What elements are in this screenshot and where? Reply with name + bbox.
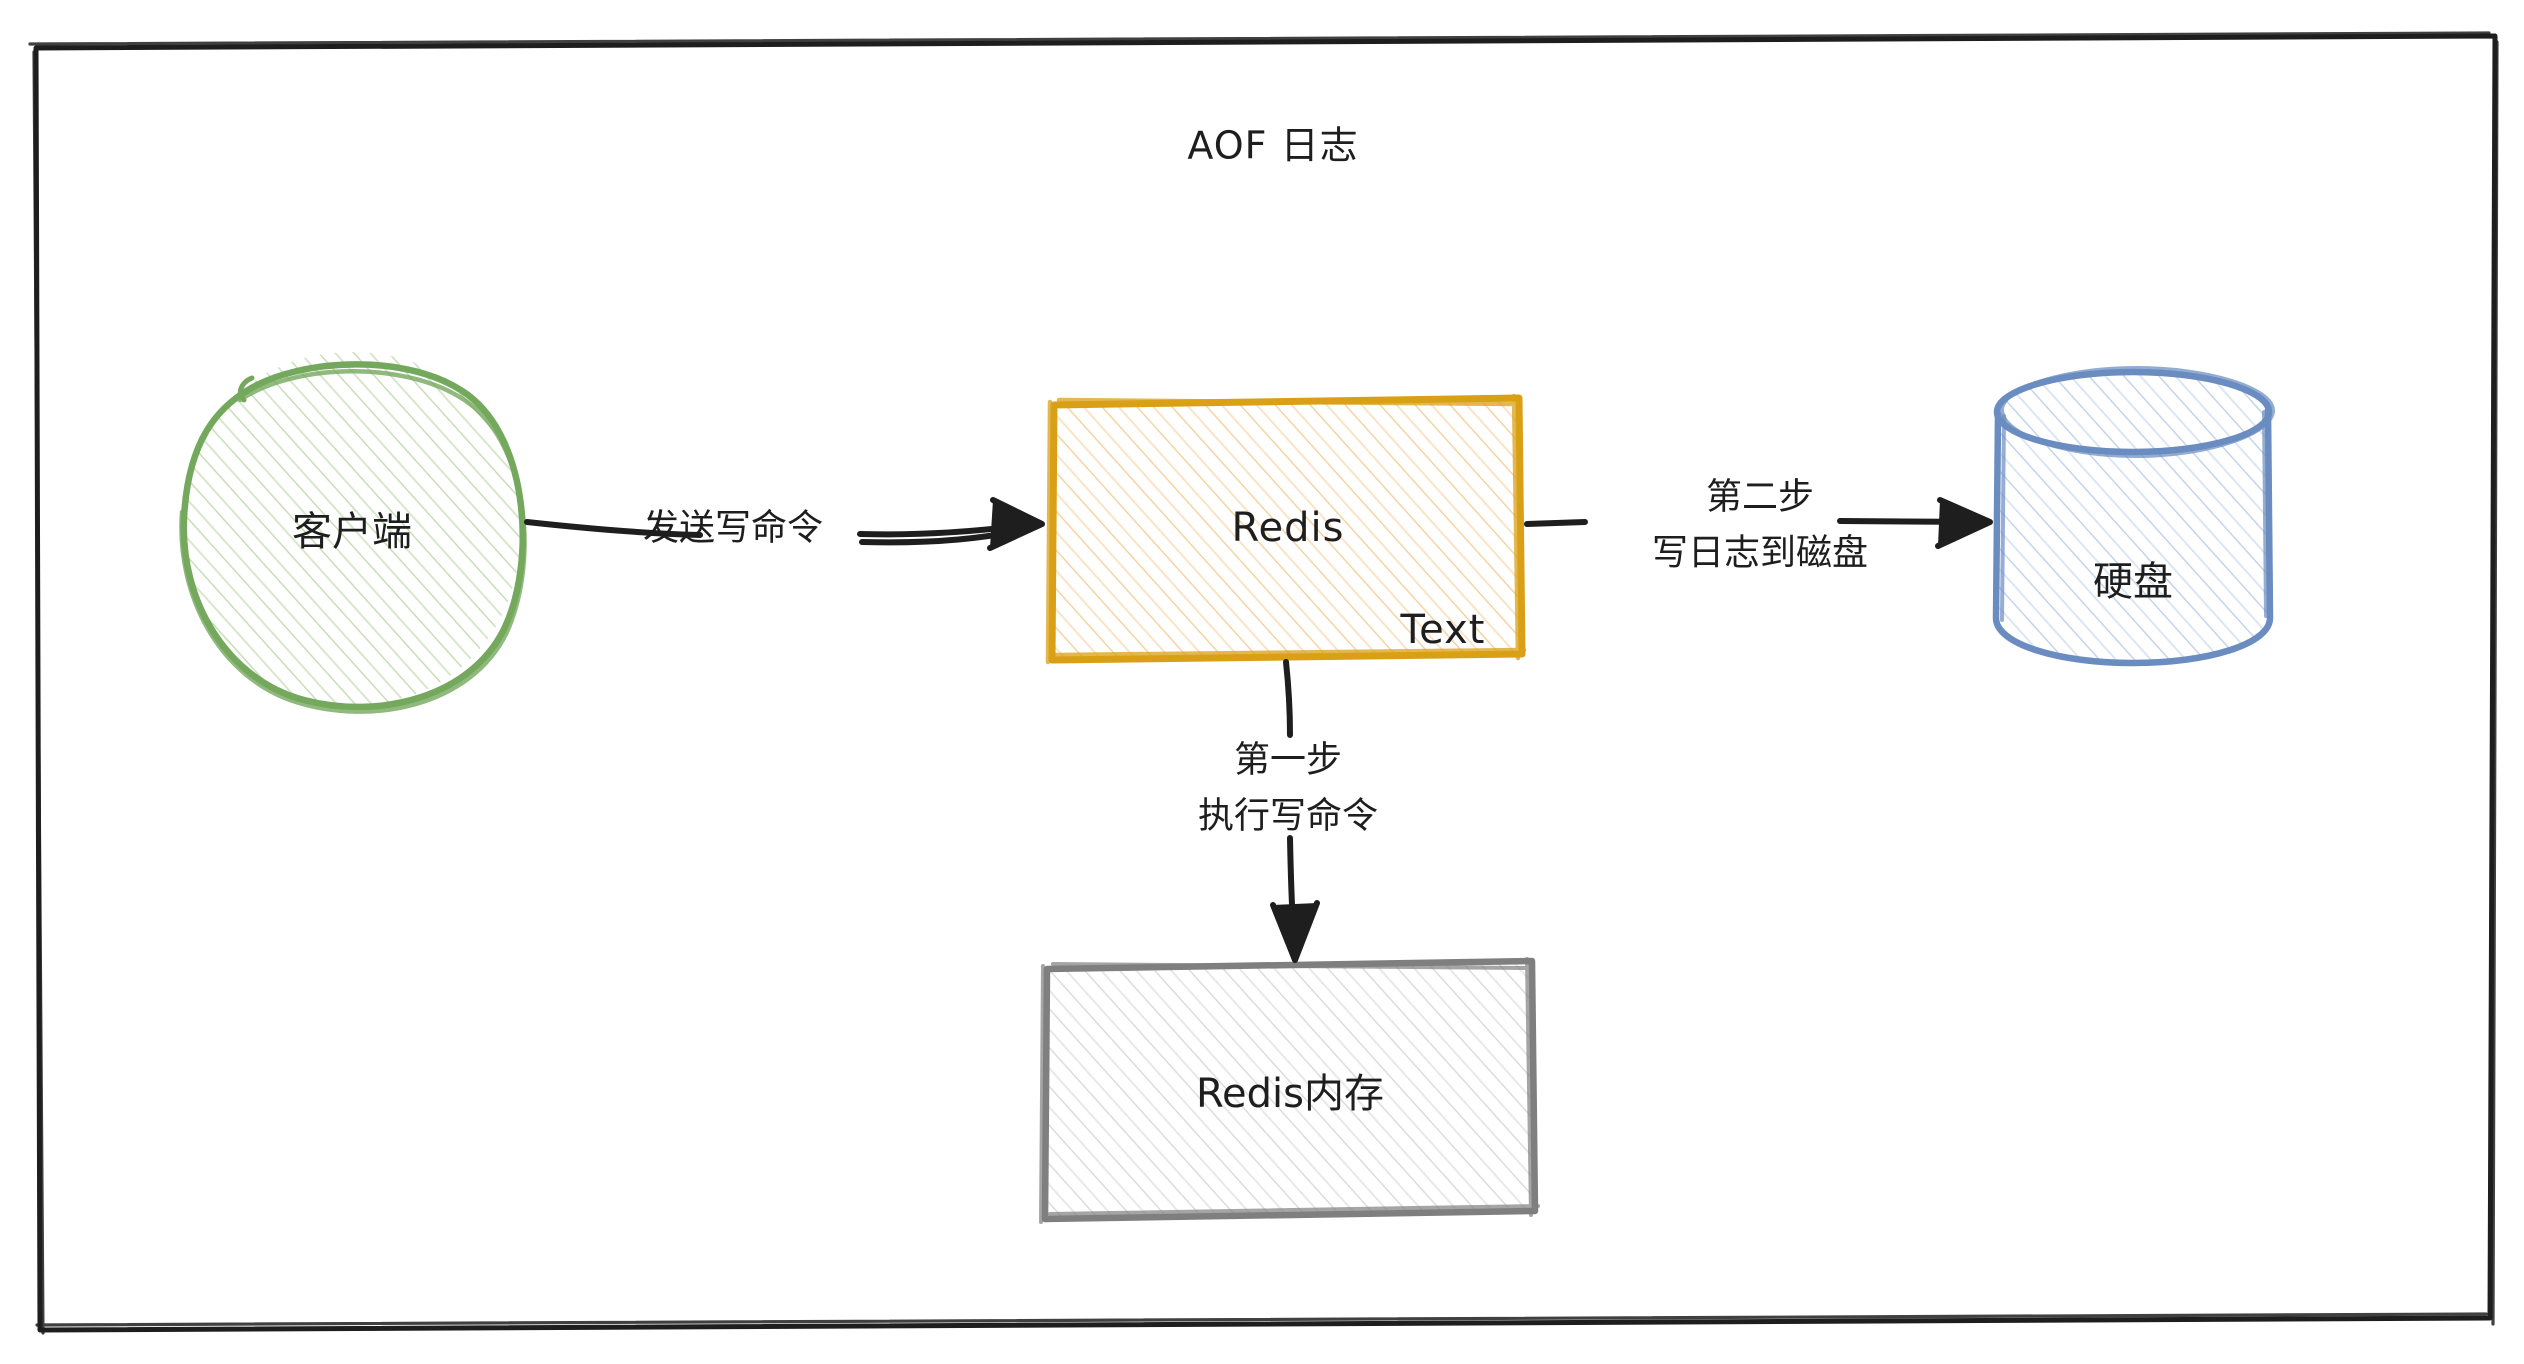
redis-shape[interactable] (1045, 393, 1527, 665)
redis-memory-shape[interactable] (1039, 957, 1540, 1224)
outer-frame (28, 31, 2499, 1335)
arrow-redis-to-disk (1524, 497, 1993, 549)
client-shape[interactable] (179, 352, 527, 714)
arrow-redis-to-memory (1270, 659, 1320, 963)
arrow-client-to-redis (524, 497, 1045, 551)
disk-shape[interactable] (1992, 366, 2276, 667)
